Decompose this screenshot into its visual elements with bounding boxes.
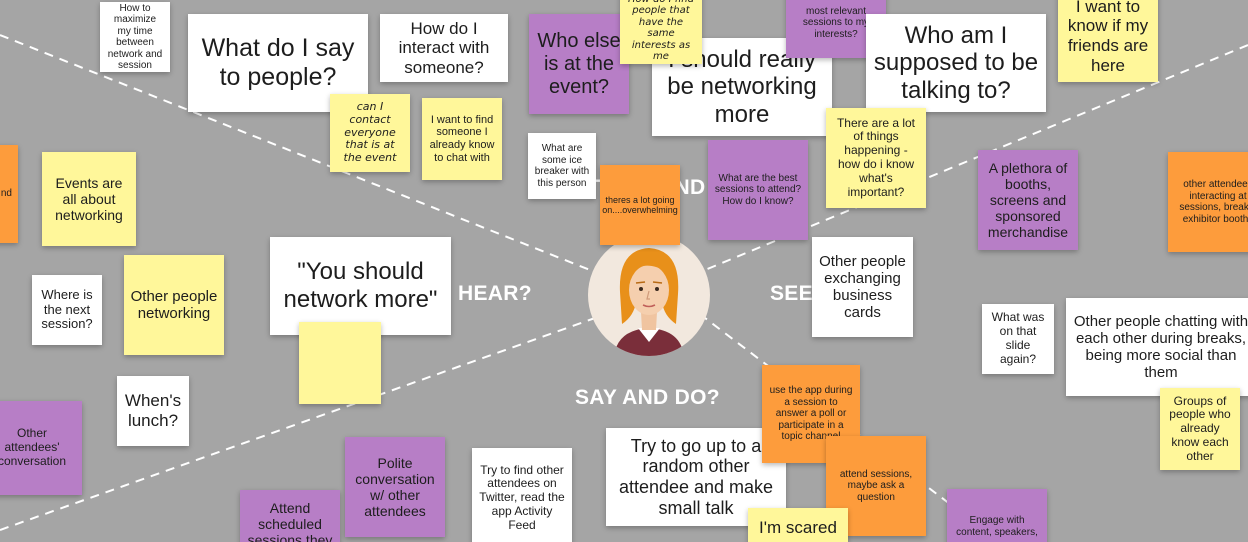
sticky-note[interactable]: How do I interact with someone? (380, 14, 508, 82)
sticky-note[interactable]: Engage with content, speakers, (947, 489, 1047, 542)
sticky-note[interactable]: nd (0, 145, 18, 243)
sticky-note[interactable]: Groups of people who already know each o… (1160, 388, 1240, 470)
quadrant-label-say-do: SAY AND DO? (575, 386, 720, 409)
sticky-note[interactable]: Who am I supposed to be talking to? (866, 14, 1046, 112)
sticky-note[interactable]: What are some ice breaker with this pers… (528, 133, 596, 199)
sticky-note[interactable]: Other attendees' conversation (0, 401, 82, 495)
quadrant-label-see: SEE? (770, 282, 827, 305)
persona-avatar (586, 232, 712, 358)
sticky-note[interactable]: How do I find people that have the same … (620, 0, 702, 64)
sticky-note[interactable]: can I contact everyone that is at the ev… (330, 94, 410, 172)
sticky-note[interactable]: I want to know if my friends are here (1058, 0, 1158, 82)
sticky-note[interactable]: A plethora of booths, screens and sponso… (978, 150, 1078, 250)
sticky-note[interactable]: Other people exchanging business cards (812, 237, 913, 337)
sticky-note[interactable]: Who else is at the event? (529, 14, 629, 114)
quadrant-label-hear: HEAR? (458, 282, 532, 305)
sticky-note[interactable]: When's lunch? (117, 376, 189, 446)
sticky-note[interactable]: Try to find other attendees on Twitter, … (472, 448, 572, 542)
sticky-note[interactable]: Where is the next session? (32, 275, 102, 345)
sticky-note[interactable]: I want to find someone I already know to… (422, 98, 502, 180)
sticky-note[interactable]: There are a lot of things happening - ho… (826, 108, 926, 208)
sticky-note[interactable]: Polite conversation w/ other attendees (345, 437, 445, 537)
sticky-note[interactable]: I'm scared (748, 508, 848, 542)
sticky-note[interactable]: What do I say to people? (188, 14, 368, 112)
sticky-note[interactable]: Other people networking (124, 255, 224, 355)
sticky-note[interactable]: Other people chatting with each other du… (1066, 298, 1248, 396)
sticky-note[interactable]: What was on that slide again? (982, 304, 1054, 374)
sticky-note[interactable]: theres a lot going on....overwhelming (600, 165, 680, 245)
sticky-note[interactable]: "You should network more" (270, 237, 451, 335)
sticky-note[interactable]: Events are all about networking (42, 152, 136, 246)
persona-avatar-icon (588, 234, 710, 356)
sticky-note-empty[interactable] (299, 322, 381, 404)
sticky-note[interactable]: How to maximize my time between network … (100, 2, 170, 72)
sticky-note[interactable]: Attend scheduled sessions they (240, 490, 340, 542)
sticky-note[interactable]: other attendees interacting at sessions,… (1168, 152, 1248, 252)
sticky-note[interactable]: Try to go up to a random other attendee … (606, 428, 786, 526)
sticky-note[interactable]: What are the best sessions to attend? Ho… (708, 140, 808, 240)
